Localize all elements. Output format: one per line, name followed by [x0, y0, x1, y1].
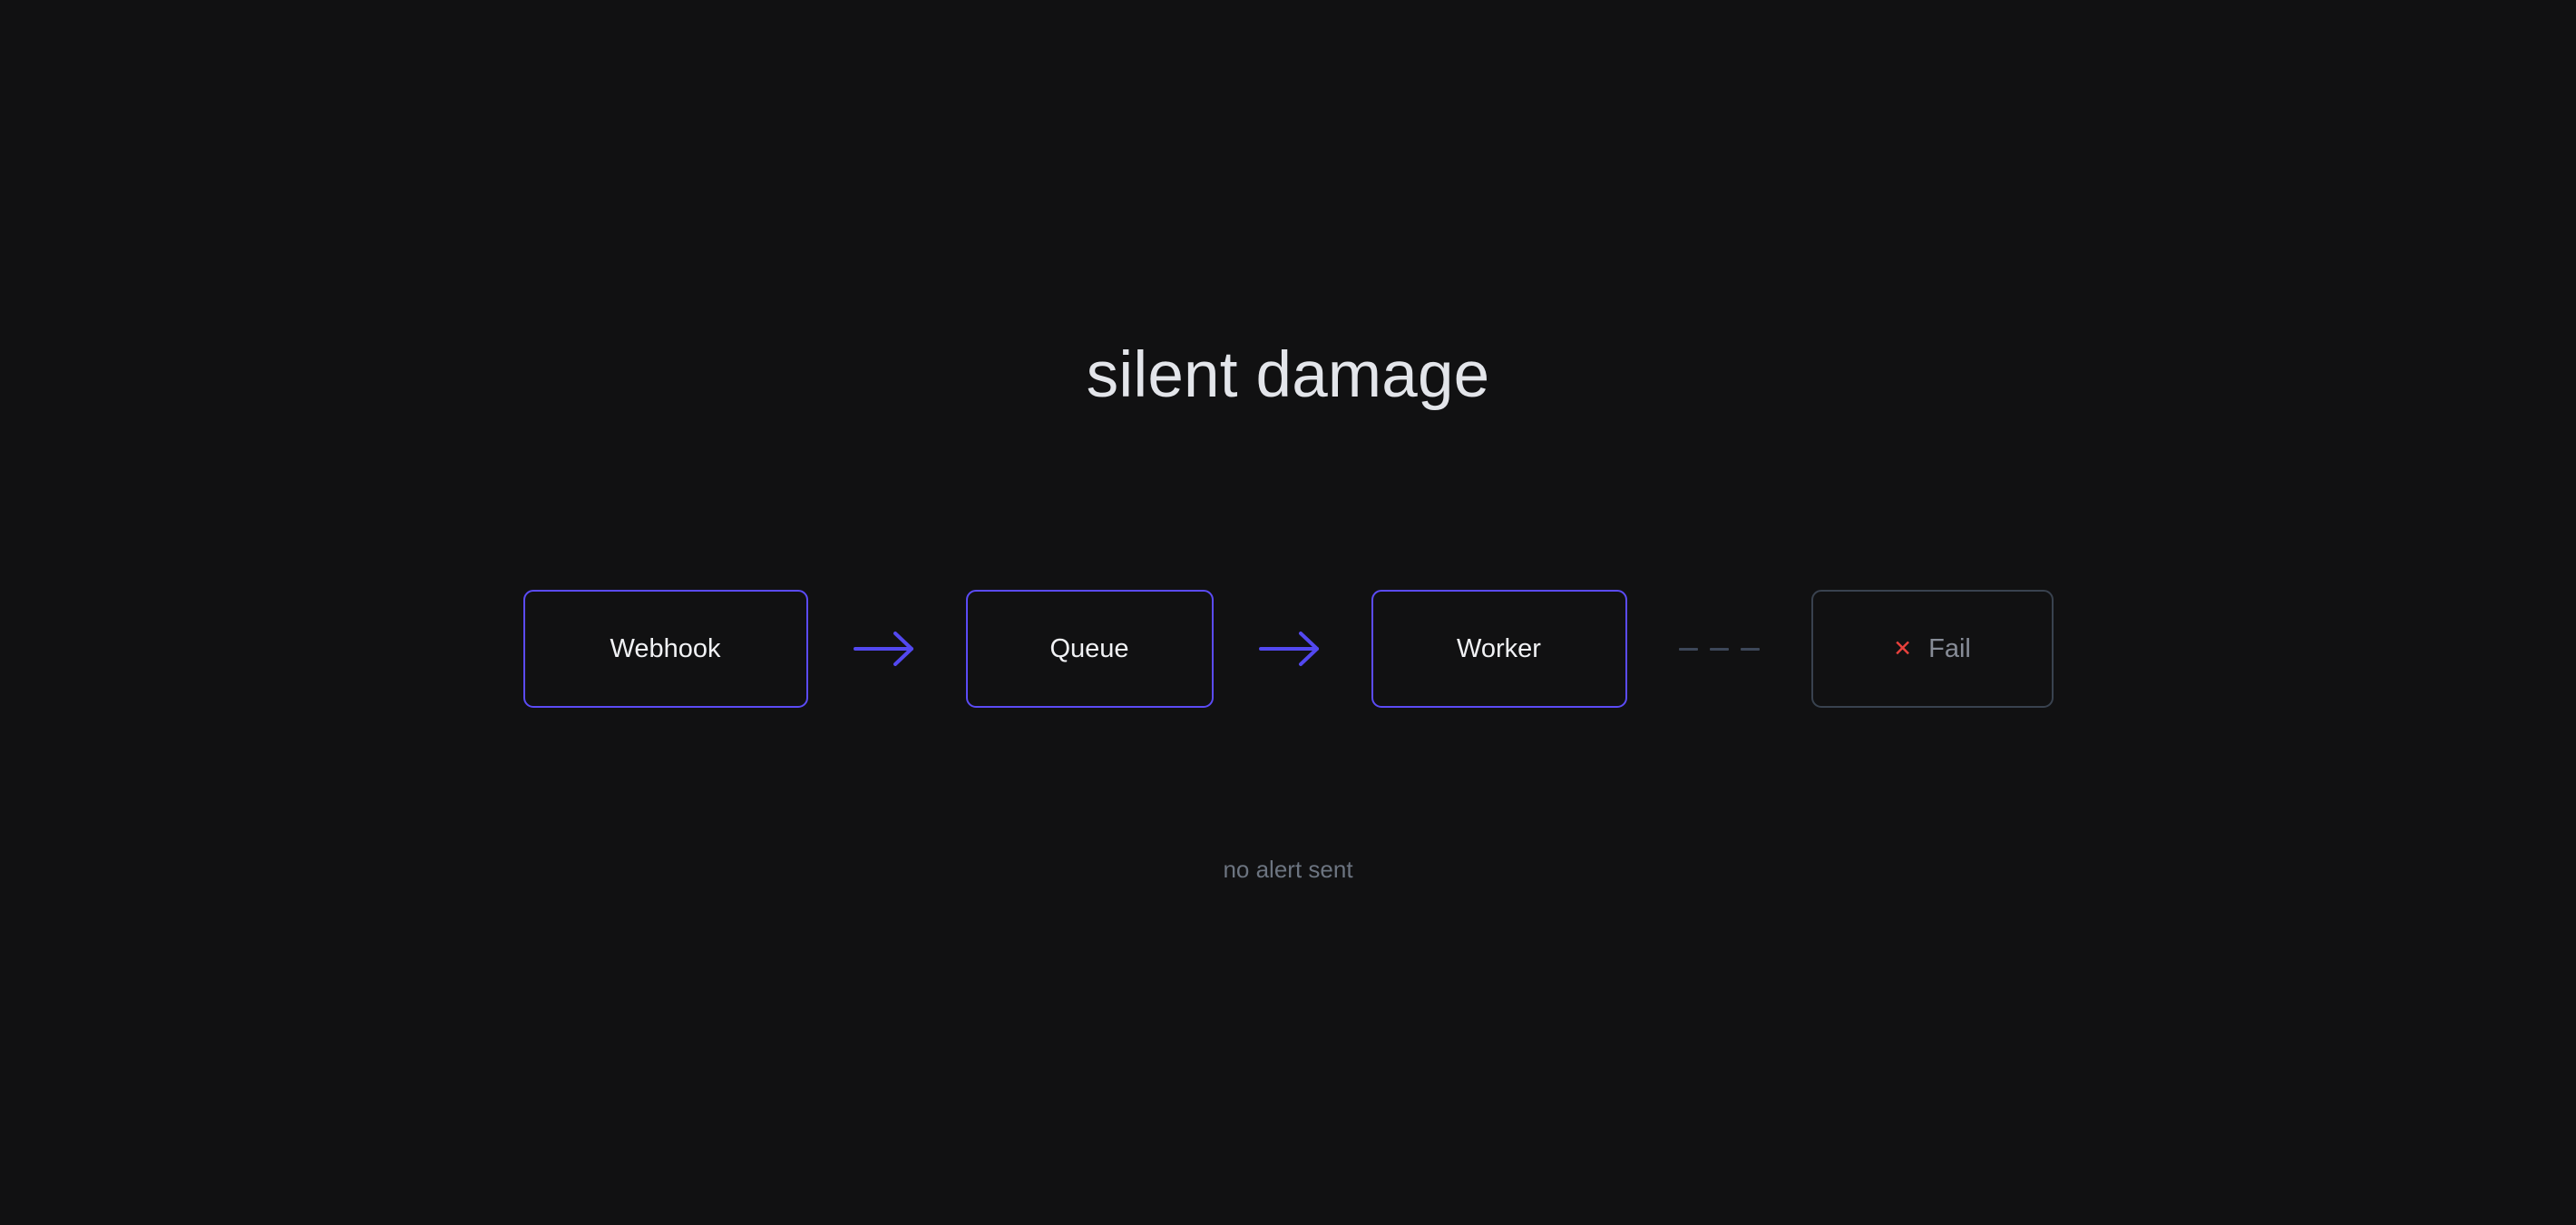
- dashed-line-icon: [1709, 647, 1729, 651]
- dashed-line-icon: [1678, 647, 1698, 651]
- arrow-right-icon: [1258, 629, 1326, 669]
- connector-worker-to-fail: [1627, 622, 1811, 676]
- connector-queue-to-worker: [1214, 622, 1371, 676]
- dashed-line-icon: [1740, 647, 1760, 651]
- pipeline-node-fail[interactable]: ✕ Fail: [1810, 590, 2054, 708]
- pipeline-node-queue-label: Queue: [1049, 633, 1129, 663]
- pipeline-node-fail-label: Fail: [1928, 633, 1971, 663]
- arrow-right-icon: [853, 629, 921, 669]
- pipeline-node-queue[interactable]: Queue: [965, 590, 1214, 708]
- pipeline-node-worker-label: Worker: [1457, 633, 1541, 663]
- status-caption: no alert sent: [1223, 856, 1353, 883]
- connector-webhook-to-queue: [808, 622, 966, 676]
- pipeline-node-webhook-label: Webhook: [610, 633, 721, 663]
- x-mark-icon: ✕: [1893, 635, 1913, 662]
- pipeline-flow: Webhook Queue Worker: [0, 589, 2576, 709]
- page-title: silent damage: [1086, 339, 1490, 411]
- pipeline-node-webhook[interactable]: Webhook: [522, 590, 808, 708]
- pipeline-node-worker[interactable]: Worker: [1371, 590, 1627, 708]
